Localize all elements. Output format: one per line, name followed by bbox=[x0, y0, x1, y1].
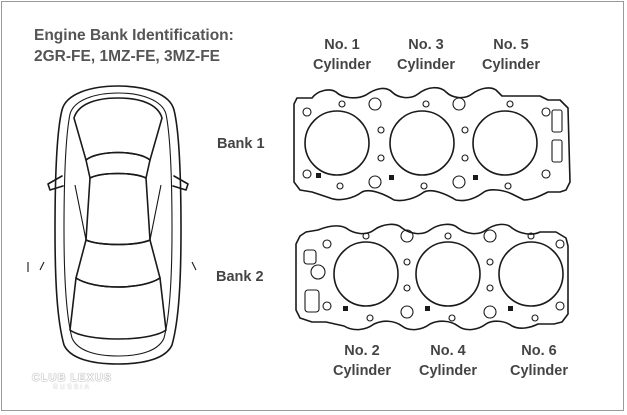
cylinder-word: Cylinder bbox=[332, 363, 391, 379]
bank-2-bore-no4 bbox=[415, 241, 481, 307]
car-side-line-right bbox=[149, 184, 162, 241]
car-body-outline bbox=[54, 85, 182, 365]
car-mirror-right bbox=[172, 175, 189, 191]
cylinder-word: Cylinder bbox=[509, 363, 568, 379]
bank-2-bore-no2 bbox=[333, 241, 399, 307]
car-side-line-left bbox=[74, 184, 87, 241]
bank-2-gasket-outline bbox=[295, 223, 569, 331]
bank-2-marker-square bbox=[508, 306, 513, 311]
cylinder-word: Cylinder bbox=[312, 57, 371, 73]
bank-1-label: Bank 1 bbox=[217, 136, 265, 152]
cylinder-label-no1: No. 1 Cylinder bbox=[297, 35, 387, 75]
bank-1-oil-slot-upper bbox=[551, 109, 563, 133]
cylinder-word: Cylinder bbox=[481, 57, 540, 73]
bank-1-bolt-holes bbox=[302, 97, 551, 190]
bank-2-marker-square bbox=[343, 306, 348, 311]
bank-2-oil-slot bbox=[304, 289, 320, 313]
cylinder-word: Cylinder bbox=[396, 57, 455, 73]
cylinder-word: Cylinder bbox=[418, 363, 477, 379]
cylinder-number: No. 3 bbox=[408, 37, 444, 53]
cylinder-label-no5: No. 5 Cylinder bbox=[466, 35, 556, 75]
bank-1-marker-square bbox=[389, 175, 394, 180]
cylinder-number: No. 4 bbox=[430, 343, 466, 359]
bank-2-water-port bbox=[303, 249, 317, 265]
cylinder-label-no4: No. 4 Cylinder bbox=[403, 341, 493, 381]
watermark-line-2: RUSSIA bbox=[52, 384, 92, 391]
bank-1-bore-no3 bbox=[389, 110, 455, 176]
car-roof bbox=[85, 172, 151, 246]
car-rear-window bbox=[75, 239, 161, 288]
bank-2-bore-no6 bbox=[498, 241, 564, 307]
bank-2-marker-square bbox=[425, 306, 430, 311]
car-mirror-left bbox=[47, 175, 64, 191]
cylinder-number: No. 1 bbox=[324, 37, 360, 53]
bank-1-gasket bbox=[293, 86, 571, 202]
cylinder-number: No. 6 bbox=[521, 343, 557, 359]
car-hood bbox=[73, 97, 163, 161]
heading-line-1: Engine Bank Identification: bbox=[34, 27, 234, 44]
bank-1-gasket-outline bbox=[293, 86, 571, 202]
bank-1-bore-no5 bbox=[472, 110, 538, 176]
bank-1-marker-square bbox=[473, 175, 478, 180]
car-trunk bbox=[69, 277, 167, 340]
cylinder-label-no2: No. 2 Cylinder bbox=[317, 341, 407, 381]
heading-line-2: 2GR-FE, 1MZ-FE, 3MZ-FE bbox=[34, 48, 220, 65]
cylinder-label-no6: No. 6 Cylinder bbox=[494, 341, 584, 381]
cylinder-number: No. 5 bbox=[493, 37, 529, 53]
car-body-inner-line bbox=[63, 92, 173, 357]
bank-1-bore-no1 bbox=[304, 110, 370, 176]
bank-2-label: Bank 2 bbox=[216, 269, 264, 285]
car-top-view bbox=[27, 85, 197, 365]
bank-1-marker-square bbox=[316, 173, 321, 178]
bank-2-bolt-holes bbox=[310, 229, 565, 322]
watermark: CLUB LEXUS RUSSIA bbox=[22, 372, 122, 391]
watermark-line-1: CLUB LEXUS bbox=[31, 372, 113, 384]
car-side-markers bbox=[39, 261, 197, 271]
bank-2-gasket bbox=[295, 223, 569, 331]
cylinder-label-no3: No. 3 Cylinder bbox=[381, 35, 471, 75]
cylinder-number: No. 2 bbox=[344, 343, 380, 359]
bank-1-oil-slot-lower bbox=[551, 139, 563, 163]
